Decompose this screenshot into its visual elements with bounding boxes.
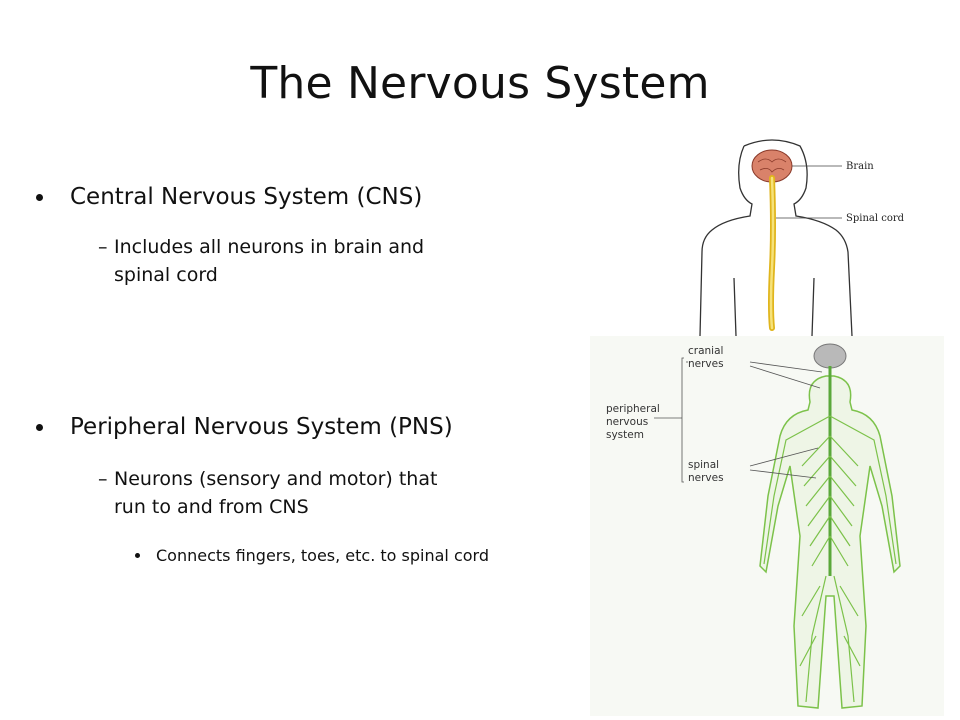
bullet-text: Central Nervous System (CNS) — [70, 184, 423, 210]
body-outline — [699, 139, 853, 337]
spinal-label: nerves — [688, 472, 724, 484]
sub-bullet-line-1: Neurons (sensory and motor) that — [114, 468, 438, 490]
brain-icon — [813, 343, 847, 369]
pns-illustration: cranial nerves peripheral nervous system… — [590, 336, 944, 716]
bullet-dot-icon — [135, 553, 140, 558]
peripheral-label: system — [606, 429, 644, 441]
cns-illustration: Brain Spinal cord — [699, 139, 905, 337]
nerve-branches — [763, 415, 897, 703]
dash-icon: – — [98, 236, 108, 258]
spinal-cord-label: Spinal cord — [846, 213, 905, 224]
peripheral-label: nervous — [606, 416, 648, 428]
sub-bullet-cns: – Includes all neurons in brain and spin… — [98, 233, 544, 289]
sub-bullet-line-1: Includes all neurons in brain and — [114, 236, 425, 258]
sub-sub-bullet-text: Connects fingers, toes, etc. to spinal c… — [156, 546, 489, 565]
bullet-dot-icon — [36, 424, 43, 431]
bullet-dot-icon — [36, 194, 43, 201]
bullet-pns: Peripheral Nervous System (PNS) — [36, 412, 453, 442]
slide-title: The Nervous System — [250, 58, 710, 109]
bullet-list: Central Nervous System (CNS) – Includes … — [36, 182, 544, 567]
spinal-label: spinal — [688, 459, 719, 471]
sub-bullet-line-2: spinal cord — [114, 264, 218, 286]
sub-bullet-line-2: run to and from CNS — [114, 496, 309, 518]
peripheral-label: peripheral — [606, 403, 660, 415]
dash-icon: – — [98, 468, 108, 490]
sub-bullet-pns: – Neurons (sensory and motor) that run t… — [98, 465, 544, 521]
cranial-label: nerves — [688, 358, 724, 370]
bullet-cns: Central Nervous System (CNS) — [36, 182, 423, 212]
sub-sub-bullet-pns: Connects fingers, toes, etc. to spinal c… — [135, 545, 489, 567]
cranial-label: cranial — [688, 345, 723, 357]
brain-label: Brain — [846, 161, 874, 172]
bullet-text: Peripheral Nervous System (PNS) — [70, 414, 453, 440]
